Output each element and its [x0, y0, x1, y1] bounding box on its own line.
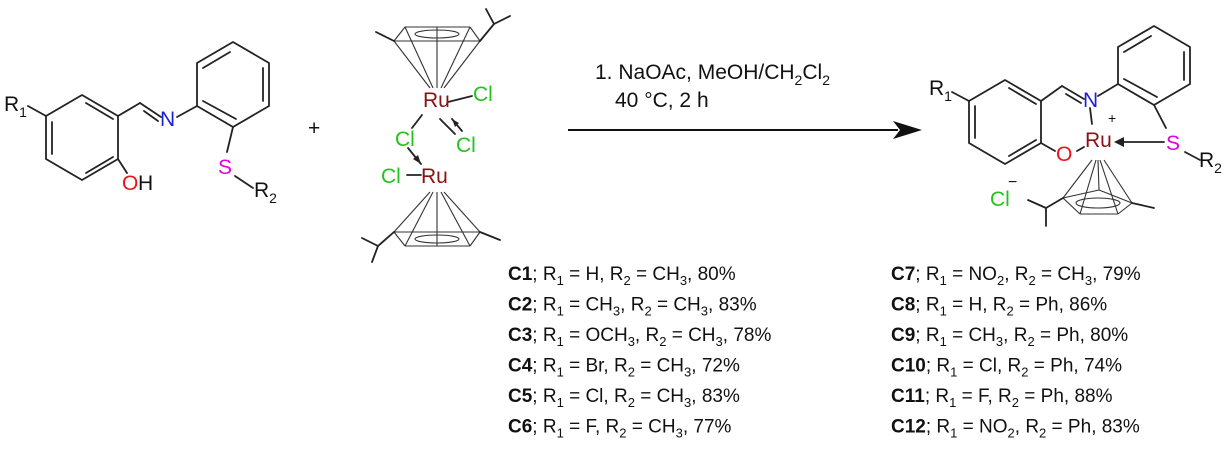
product-ru-label: Ru [1085, 129, 1112, 152]
product-r1-label: R1 [929, 77, 952, 104]
ru-top-label: Ru [423, 89, 450, 112]
product-s-label: S [1166, 132, 1180, 155]
conditions-line-1: 1. NaOAc, MeOH/CH2Cl2 [595, 61, 830, 88]
cl-bottom-left-label: Cl [381, 165, 401, 188]
bottom-cymene-ring [361, 191, 501, 263]
top-cymene-ring [375, 8, 511, 89]
ligand-h-label: H [138, 172, 153, 195]
product-n-label: N [1083, 89, 1098, 112]
conditions-line-2: 40 °C, 2 h [615, 89, 709, 112]
cl-bridge-left-label: Cl [395, 128, 415, 151]
product-chloride-label: Cl [990, 188, 1010, 211]
compound-row-c9: C9; R1​ = CH3​, R2​ = Ph, 80% [891, 325, 1128, 349]
product-plus-charge: + [1108, 110, 1116, 126]
ligand-n-label: N [160, 108, 175, 131]
ruthenium-dimer-structure: Ru Cl Cl Cl Cl Ru [361, 8, 511, 263]
compound-row-c1: C1; R1​ = H, R2​ = CH3​, 80% [508, 264, 736, 288]
compound-row-c11: C11; R1​ = F, R2​ = Ph, 88% [891, 386, 1113, 410]
ligand-structure: R1 N O H S R2 [4, 41, 277, 206]
compound-row-c12: C12; R1​ = NO2​, R2​ = Ph, 83% [891, 417, 1140, 441]
cl-top-right-label: Cl [473, 83, 493, 106]
reaction-arrow-head [893, 121, 922, 139]
product-cymene-ring [1027, 159, 1155, 227]
ligand-r2-label: R2 [254, 179, 277, 206]
compound-row-c10: C10; R1​ = Cl, R2​ = Ph, 74% [891, 356, 1122, 380]
compound-row-c8: C8; R1​ = H, R2​ = Ph, 86% [891, 295, 1107, 319]
product-o-label: O [1056, 143, 1072, 166]
compound-row-c2: C2; R1​ = CH3​, R2​ = CH3​, 83% [508, 295, 757, 319]
compound-row-c5: C5; R1​ = Cl, R2​ = CH3​, 83% [508, 386, 740, 410]
compound-list-right: C7; R1​ = NO2​, R2​ = CH3​, 79% C8; R1​ =… [891, 264, 1141, 441]
cl-bridge-right-label: Cl [456, 134, 476, 157]
compound-row-c4: C4; R1​ = Br, R2​ = CH3​, 72% [508, 356, 740, 380]
compound-row-c7: C7; R1​ = NO2​, R2​ = CH3​, 79% [891, 264, 1141, 288]
compound-row-c3: C3; R1​ = OCH3​, R2​ = CH3​, 78% [508, 325, 771, 349]
compound-row-c6: C6; R1​ = F, R2​ = CH3​, 77% [508, 417, 732, 441]
product-minus-charge: − [1008, 174, 1017, 191]
compound-list-left: C1; R1​ = H, R2​ = CH3​, 80% C2; R1​ = CH… [508, 264, 771, 441]
ru-bottom-label: Ru [421, 165, 448, 188]
ligand-s-label: S [218, 156, 232, 179]
plus-sign: + [308, 117, 320, 140]
ligand-r1-label: R1 [4, 93, 27, 120]
product-r2-label: R2 [1199, 149, 1222, 176]
product-structure: R1 N O Ru + S R2 Cl − [929, 25, 1222, 227]
ligand-o-label: O [122, 172, 138, 195]
reaction-arrow-group: 1. NaOAc, MeOH/CH2Cl2 40 °C, 2 h [568, 61, 922, 139]
